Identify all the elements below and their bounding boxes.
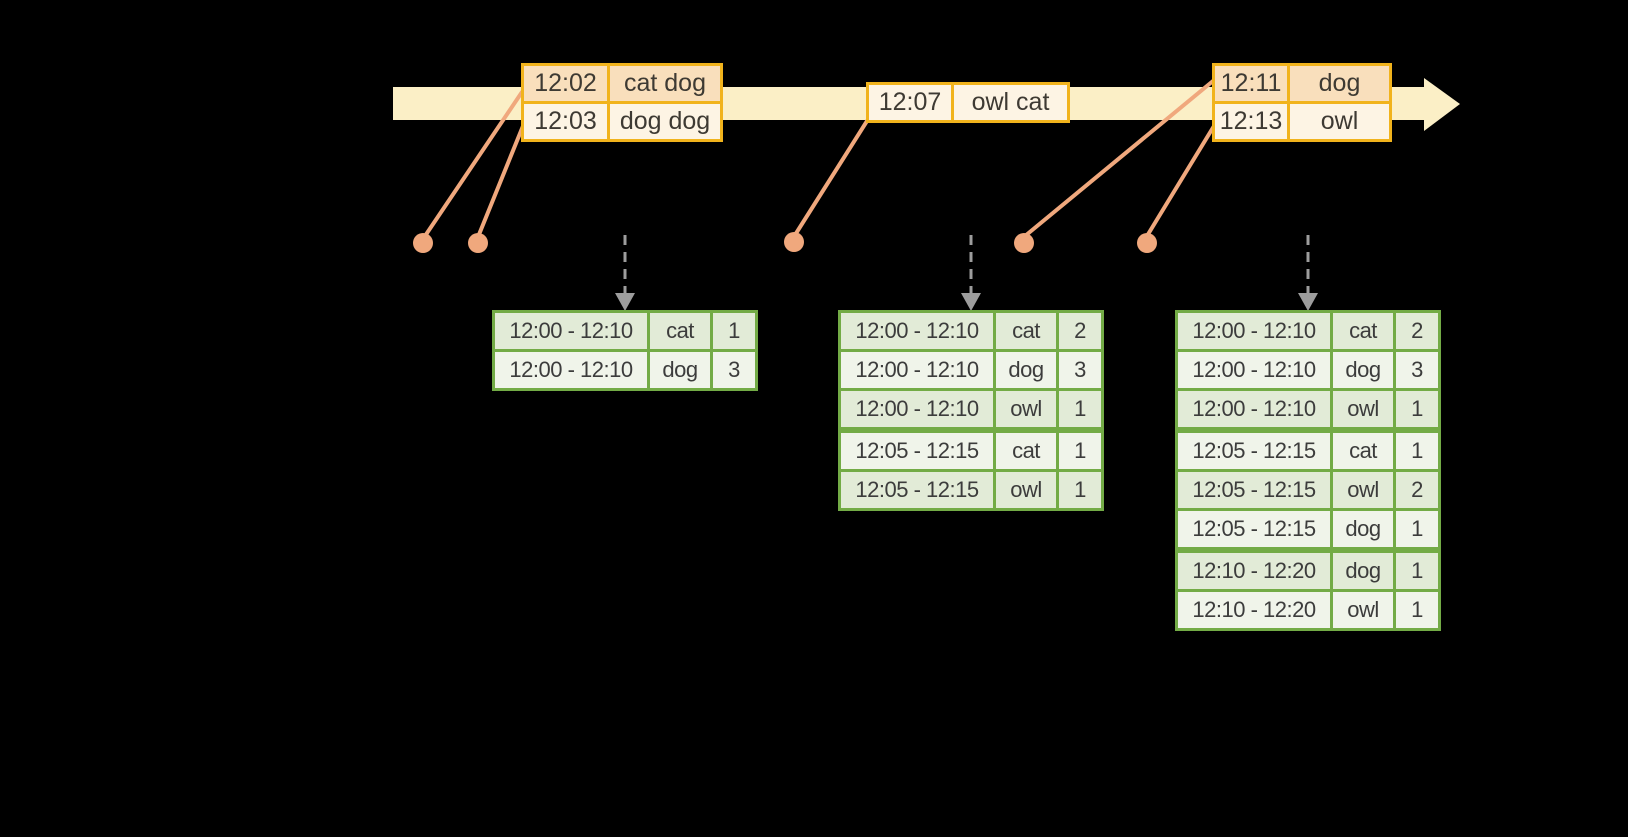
window-group: 12:05 - 12:15 cat 1 12:05 - 12:15 owl 2 … xyxy=(1178,433,1438,547)
event-connector-line xyxy=(1145,124,1216,238)
event-time-cell: 12:02 xyxy=(524,66,607,101)
word-cell: cat xyxy=(996,313,1056,349)
count-cell: 1 xyxy=(1059,472,1101,508)
event-table-1: 12:02 cat dog 12:03 dog dog xyxy=(521,63,723,142)
event-connector-line xyxy=(793,119,869,237)
event-table-3: 12:11 dog 12:13 owl xyxy=(1212,63,1392,142)
event-dot xyxy=(1137,233,1157,253)
trigger-arrowhead xyxy=(1298,293,1318,311)
count-cell: 3 xyxy=(713,352,755,388)
window-cell: 12:05 - 12:15 xyxy=(1178,511,1330,547)
event-time-cell: 12:11 xyxy=(1215,66,1287,101)
window-cell: 12:10 - 12:20 xyxy=(1178,553,1330,589)
count-cell: 1 xyxy=(1396,391,1438,427)
event-time-cell: 12:03 xyxy=(524,104,607,139)
count-cell: 3 xyxy=(1059,352,1101,388)
count-cell: 1 xyxy=(1059,433,1101,469)
count-cell: 1 xyxy=(1396,433,1438,469)
timeline-arrowhead xyxy=(1424,78,1460,131)
word-cell: dog xyxy=(996,352,1056,388)
window-group: 12:05 - 12:15 cat 1 12:05 - 12:15 owl 1 xyxy=(841,433,1101,508)
trigger-arrowhead xyxy=(615,293,635,311)
count-cell: 1 xyxy=(713,313,755,349)
event-time-cell: 12:07 xyxy=(869,85,951,120)
window-cell: 12:05 - 12:15 xyxy=(1178,433,1330,469)
result-table-2: 12:00 - 12:10 cat 2 12:00 - 12:10 dog 3 … xyxy=(838,310,1104,511)
word-cell: dog xyxy=(1333,511,1393,547)
window-cell: 12:05 - 12:15 xyxy=(1178,472,1330,508)
window-group: 12:00 - 12:10 cat 1 12:00 - 12:10 dog 3 xyxy=(495,313,755,388)
event-dot xyxy=(468,233,488,253)
word-cell: owl xyxy=(1333,391,1393,427)
event-words-cell: dog dog xyxy=(610,104,720,139)
window-cell: 12:00 - 12:10 xyxy=(841,352,993,388)
window-cell: 12:05 - 12:15 xyxy=(841,472,993,508)
event-dot xyxy=(1014,233,1034,253)
window-cell: 12:00 - 12:10 xyxy=(1178,352,1330,388)
window-cell: 12:00 - 12:10 xyxy=(495,352,647,388)
window-group: 12:10 - 12:20 dog 1 12:10 - 12:20 owl 1 xyxy=(1178,553,1438,628)
word-cell: dog xyxy=(1333,553,1393,589)
window-cell: 12:10 - 12:20 xyxy=(1178,592,1330,628)
count-cell: 2 xyxy=(1396,313,1438,349)
event-words-cell: owl cat xyxy=(954,85,1067,120)
window-cell: 12:00 - 12:10 xyxy=(1178,313,1330,349)
event-dot xyxy=(784,232,804,252)
count-cell: 1 xyxy=(1396,511,1438,547)
window-cell: 12:05 - 12:15 xyxy=(841,433,993,469)
window-cell: 12:00 - 12:10 xyxy=(841,313,993,349)
window-group: 12:00 - 12:10 cat 2 12:00 - 12:10 dog 3 … xyxy=(1178,313,1438,427)
word-cell: owl xyxy=(1333,592,1393,628)
count-cell: 1 xyxy=(1396,553,1438,589)
result-table-3: 12:00 - 12:10 cat 2 12:00 - 12:10 dog 3 … xyxy=(1175,310,1441,631)
word-cell: cat xyxy=(650,313,710,349)
window-group: 12:00 - 12:10 cat 2 12:00 - 12:10 dog 3 … xyxy=(841,313,1101,427)
count-cell: 1 xyxy=(1059,391,1101,427)
window-cell: 12:00 - 12:10 xyxy=(495,313,647,349)
event-connector-line xyxy=(476,124,525,239)
event-connector-line xyxy=(1023,79,1215,238)
word-cell: owl xyxy=(1333,472,1393,508)
word-cell: owl xyxy=(996,391,1056,427)
event-words-cell: dog xyxy=(1290,66,1389,101)
result-table-1: 12:00 - 12:10 cat 1 12:00 - 12:10 dog 3 xyxy=(492,310,758,391)
window-cell: 12:00 - 12:10 xyxy=(841,391,993,427)
count-cell: 3 xyxy=(1396,352,1438,388)
event-dot xyxy=(413,233,433,253)
word-cell: cat xyxy=(1333,433,1393,469)
count-cell: 2 xyxy=(1059,313,1101,349)
window-cell: 12:00 - 12:10 xyxy=(1178,391,1330,427)
trigger-arrowhead xyxy=(961,293,981,311)
word-cell: owl xyxy=(996,472,1056,508)
word-cell: cat xyxy=(1333,313,1393,349)
count-cell: 1 xyxy=(1396,592,1438,628)
count-cell: 2 xyxy=(1396,472,1438,508)
word-cell: cat xyxy=(996,433,1056,469)
event-table-2: 12:07 owl cat xyxy=(866,82,1070,123)
event-connector-line xyxy=(423,90,524,238)
word-cell: dog xyxy=(1333,352,1393,388)
event-words-cell: owl xyxy=(1290,104,1389,139)
word-cell: dog xyxy=(650,352,710,388)
event-words-cell: cat dog xyxy=(610,66,720,101)
event-time-cell: 12:13 xyxy=(1215,104,1287,139)
